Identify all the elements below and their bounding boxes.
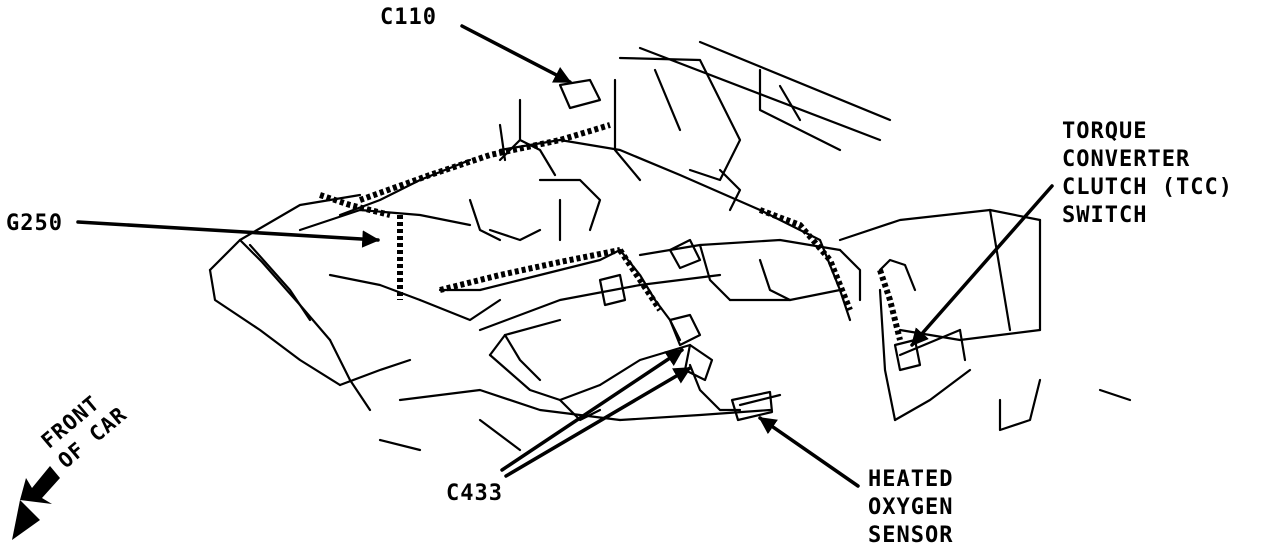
c433-arrow-upper (500, 348, 684, 472)
tcc-arrow (910, 184, 1054, 347)
leader-arrows (76, 24, 1054, 488)
tcc-label-line-1: TORQUE (1062, 119, 1148, 144)
front-of-car-arrow (12, 466, 60, 540)
tcc-label-line-3: CLUTCH (TCC) (1062, 175, 1233, 200)
wiring-looms (319, 122, 903, 341)
o2-label-line-3: SENSOR (868, 523, 954, 548)
o2-label-line-2: OXYGEN (868, 495, 954, 520)
c433-label: C433 (446, 481, 503, 506)
o2-arrow (758, 416, 860, 488)
heated-oxygen-sensor-label: HEATED OXYGEN SENSOR (868, 466, 953, 550)
c110-label: C110 (380, 5, 437, 30)
o2-label-line-1: HEATED (868, 467, 954, 492)
g250-arrow (76, 220, 380, 248)
c110-arrow (460, 24, 572, 84)
tcc-label-line-4: SWITCH (1062, 203, 1148, 228)
g250-label: G250 (6, 211, 63, 236)
engine-linework (208, 40, 1132, 452)
tcc-label-line-2: CONVERTER (1062, 147, 1191, 172)
c433-arrow-lower (504, 366, 692, 478)
tcc-switch-label: TORQUE CONVERTER CLUTCH (TCC) SWITCH (1062, 118, 1233, 230)
